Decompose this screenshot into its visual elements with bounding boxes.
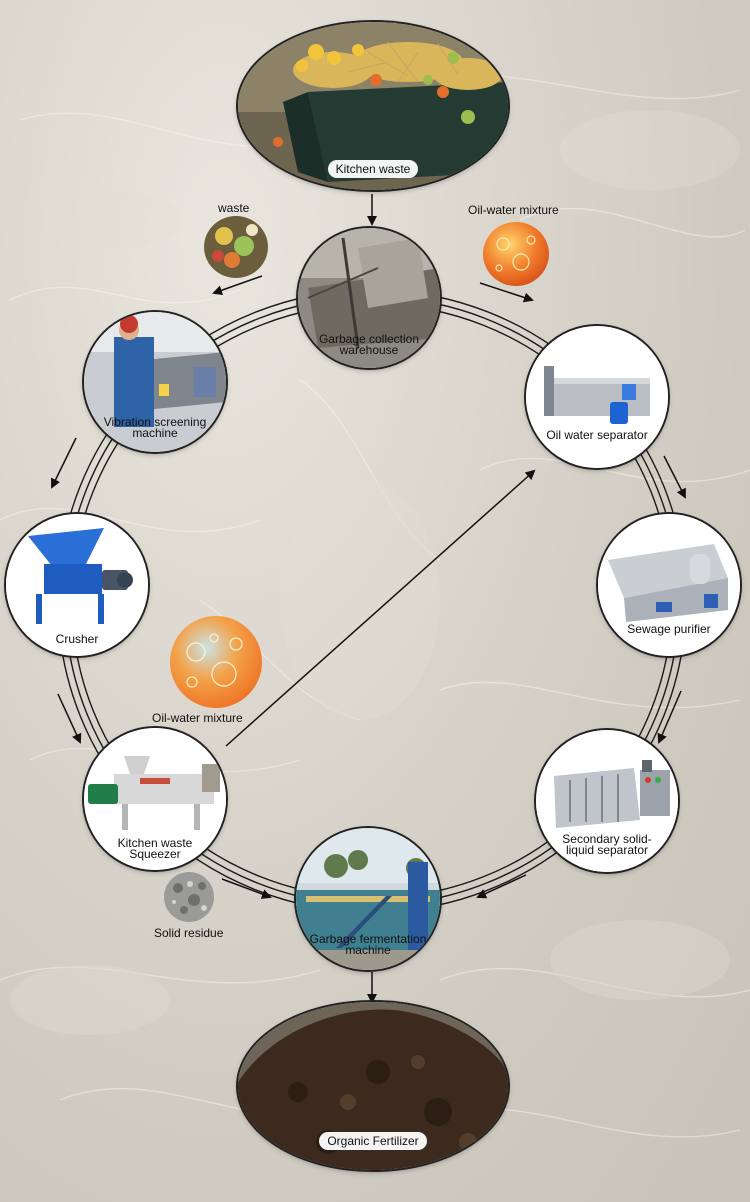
- fermentation-label-1: Garbage fermentation: [309, 932, 427, 946]
- crusher-label: Crusher: [55, 632, 99, 646]
- node-oil-water-separator: Oil water separator: [526, 326, 668, 468]
- node-vibration-screening: Vibration screening machine: [84, 312, 226, 452]
- kitchen-waste-label: Kitchen waste: [327, 160, 419, 178]
- node-crusher: Crusher: [6, 514, 148, 656]
- squeezer-label-1: Kitchen waste: [117, 836, 193, 850]
- vibration-screening-label-2: machine: [132, 426, 178, 440]
- oil-water-image-top: [483, 222, 549, 286]
- arrow-collection-to-waste: [212, 275, 263, 296]
- garbage-collection-label-2: warehouse: [339, 343, 399, 357]
- waste-image: [204, 216, 268, 278]
- node-garbage-collection: Garbage collection warehouse: [298, 228, 440, 368]
- node-sewage-purifier: Sewage purifier: [598, 514, 740, 656]
- node-kitchen-waste: Kitchen waste: [238, 22, 508, 190]
- secondary-separator-photo: [536, 730, 678, 872]
- fermentation-photo: [296, 828, 440, 970]
- vibration-screening-photo: [84, 312, 226, 452]
- oil-water-separator-label: Oil water separator: [546, 428, 648, 442]
- squeezer-label-2: Squeezer: [129, 847, 181, 861]
- vibration-screening-label-1: Vibration screening: [103, 415, 207, 429]
- arrow-secondary-to-fermentation: [476, 874, 527, 899]
- squeezer-photo: [84, 728, 226, 870]
- secondary-separator-label-1: Secondary solid-: [562, 832, 652, 846]
- organic-fertilizer-photo: [238, 1002, 508, 1170]
- waste-icon: [204, 216, 268, 278]
- sewage-purifier-label: Sewage purifier: [627, 622, 711, 636]
- waste-label: waste: [218, 201, 250, 215]
- oil-water-image-left: [170, 616, 262, 708]
- secondary-separator-label-2: liquid separator: [565, 843, 649, 857]
- garbage-collection-photo: [298, 228, 440, 368]
- sewage-purifier-photo: [598, 514, 740, 656]
- arrow-crusher-to-squeezer: [57, 693, 82, 744]
- oil-water-label-left: Oil-water mixture: [152, 711, 243, 725]
- arrow-squeezer-to-oil-separator: [225, 469, 536, 747]
- node-organic-fertilizer: Organic Fertilizer: [238, 1002, 508, 1170]
- garbage-collection-label-1: Garbage collection: [318, 332, 420, 346]
- node-squeezer: Kitchen waste Squeezer: [84, 728, 226, 870]
- node-fermentation: Garbage fermentation machine: [296, 828, 440, 970]
- oil-water-label-top: Oil-water mixture: [468, 203, 559, 217]
- oil-water-separator-photo: [526, 326, 668, 468]
- arrow-collection-to-oil: [479, 282, 534, 303]
- crusher-photo: [6, 514, 148, 656]
- organic-fertilizer-label: Organic Fertilizer: [319, 1132, 427, 1150]
- solid-residue-image: [164, 872, 214, 922]
- arrow-squeezer-to-fermentation: [221, 878, 272, 899]
- arrow-vibration-to-crusher: [51, 437, 77, 489]
- oil-water-icon-top: [483, 222, 549, 286]
- fermentation-label-2: machine: [345, 943, 391, 957]
- solid-residue-label: Solid residue: [154, 926, 224, 940]
- oil-water-icon-left: [170, 616, 262, 708]
- node-secondary-separator: Secondary solid- liquid separator: [536, 730, 678, 872]
- solid-residue-icon: [164, 872, 214, 922]
